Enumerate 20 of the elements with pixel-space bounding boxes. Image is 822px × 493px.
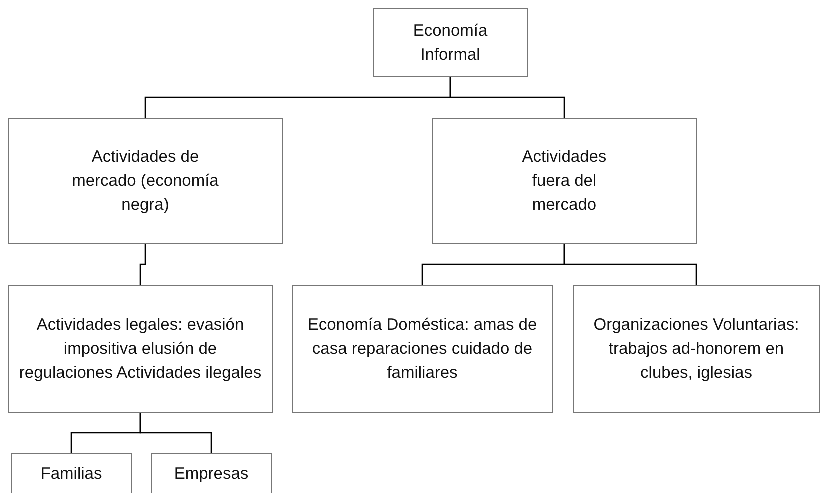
box-label: Economía Doméstica: amas de casa reparaciones cuidado de familiares <box>306 315 538 384</box>
text-box <box>292 285 553 413</box>
connector-line <box>564 244 698 285</box>
text-box <box>8 118 283 244</box>
connector-line <box>140 244 146 285</box>
box-label: Organizaciones Voluntarias: trabajos ad-honorem en clubes, iglesias <box>592 315 800 384</box>
box-label: Familias <box>40 464 104 485</box>
text-box <box>8 285 273 413</box>
box-label: Actividades fuera del mercado <box>521 147 608 216</box>
box-label: Actividades legales: evasión impositiva elusión de regulaciones Actividades ilegales <box>18 315 263 384</box>
connector-line <box>450 77 566 118</box>
box-label: Actividades de mercado (economía negra) <box>71 147 220 216</box>
text-box <box>11 453 132 493</box>
box-label: Economía Informal <box>412 20 489 66</box>
text-box <box>373 8 528 77</box>
text-box <box>573 285 820 413</box>
box-label: Empresas <box>173 464 250 485</box>
text-box <box>151 453 272 493</box>
text-box <box>432 118 697 244</box>
connector-line <box>140 413 212 453</box>
